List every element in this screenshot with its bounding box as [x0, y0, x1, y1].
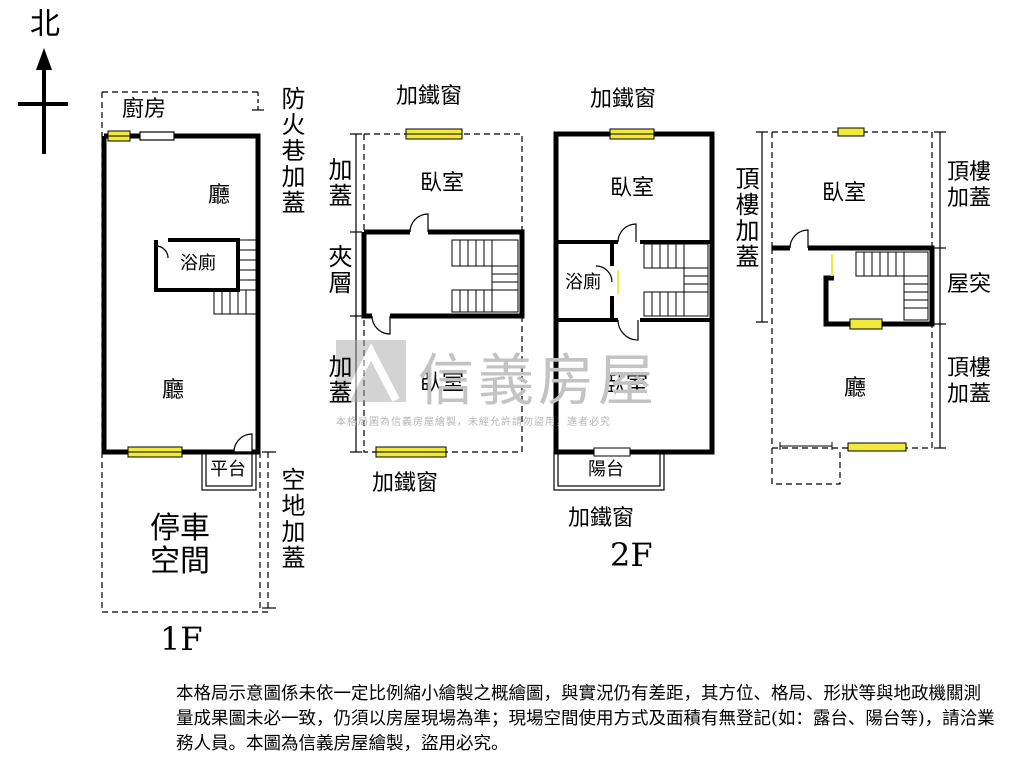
room-bedroom-mezz-north: 臥室: [420, 171, 465, 196]
label-open-space-addition: 空地加蓋: [277, 467, 305, 571]
watermark-notice: 本格局圖為信義房屋繪製，未經允許請勿盜用，違者必究: [336, 417, 611, 428]
floor-1f-title: 1F: [160, 620, 203, 658]
north-arrow-icon: [18, 48, 68, 154]
label-iron-window-bottom: 加鐵窗: [372, 471, 439, 496]
label-mezzanine: 夾層: [324, 244, 352, 296]
label-2f-iron-window-top: 加鐵窗: [590, 87, 657, 112]
room-platform: 平台: [210, 459, 246, 480]
label-2f-iron-window-bottom: 加鐵窗: [568, 506, 635, 531]
floor-roof-plan: [756, 127, 946, 485]
watermark-brand: 信義房屋: [418, 349, 658, 414]
floor-2f-plan: [553, 128, 715, 491]
label-roof-protrusion: 屋突: [947, 272, 992, 297]
room-bedroom-roof: 臥室: [822, 181, 867, 206]
north-label: 北: [30, 7, 60, 42]
room-bedroom-mezz-south: 臥室: [420, 371, 465, 396]
floor-mezzanine-plan: [350, 128, 525, 458]
label-addition-lower: 加蓋: [324, 354, 352, 406]
room-hall-upper: 廳: [208, 183, 231, 208]
disclaimer-text: 本格局示意圖係未依一定比例縮小繪製之概繪圖，與實況仍有差距，其方位、格局、形狀等…: [176, 684, 995, 754]
room-hall-lower: 廳: [162, 378, 185, 403]
room-kitchen: 廚房: [122, 97, 167, 122]
room-balcony: 陽台: [588, 459, 624, 480]
room-bathroom: 浴廁: [180, 253, 216, 274]
label-roof-addition-left: 頂樓加蓋: [731, 166, 759, 270]
label-parking: 停車空間: [150, 511, 210, 579]
label-addition-upper: 加蓋: [324, 157, 352, 209]
label-roof-addition-right-lower: 頂樓加蓋: [947, 356, 992, 408]
room-bedroom-2f-south: 臥室: [604, 373, 649, 398]
room-bedroom-2f-north: 臥室: [610, 176, 655, 201]
label-iron-window-top: 加鐵窗: [396, 84, 463, 109]
label-fire-lane-addition: 防火巷加蓋: [277, 86, 305, 216]
watermark-logo: [336, 340, 406, 402]
floor-2f-title: 2F: [610, 536, 653, 574]
room-bathroom-2f: 浴廁: [565, 272, 601, 293]
room-hall-roof: 廳: [844, 376, 867, 401]
label-roof-addition-right-upper: 頂樓加蓋: [947, 160, 992, 212]
floor-1f-plan: [101, 91, 276, 613]
